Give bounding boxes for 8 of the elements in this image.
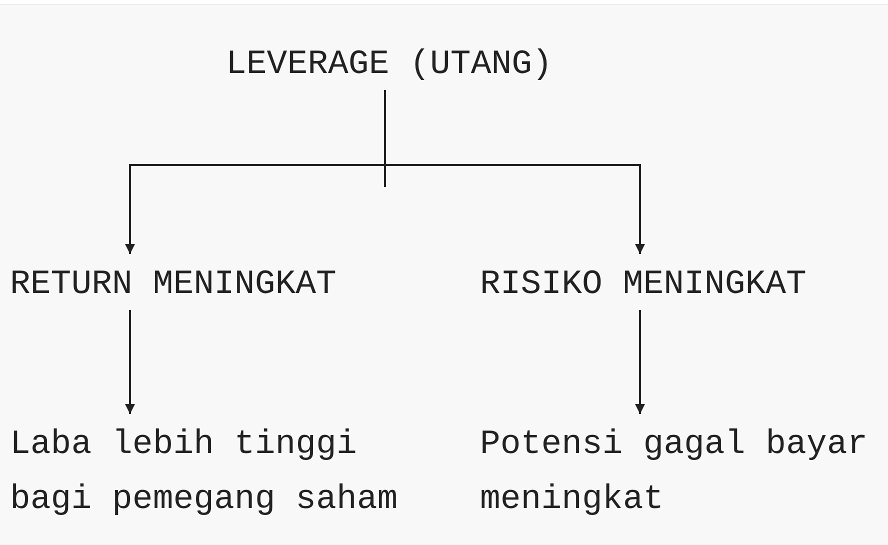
arrow [635, 310, 645, 414]
node-text: Laba lebih tinggi bagi pemegang saham [10, 425, 399, 521]
node-text: RISIKO MENINGKAT [480, 265, 806, 306]
arrow [125, 310, 135, 414]
node-text: Potensi gagal bayar meningkat [480, 425, 869, 521]
node-text: RETURN MENINGKAT [10, 265, 336, 306]
arrow [384, 90, 645, 254]
node-text: LEVERAGE (UTANG) [226, 45, 552, 86]
